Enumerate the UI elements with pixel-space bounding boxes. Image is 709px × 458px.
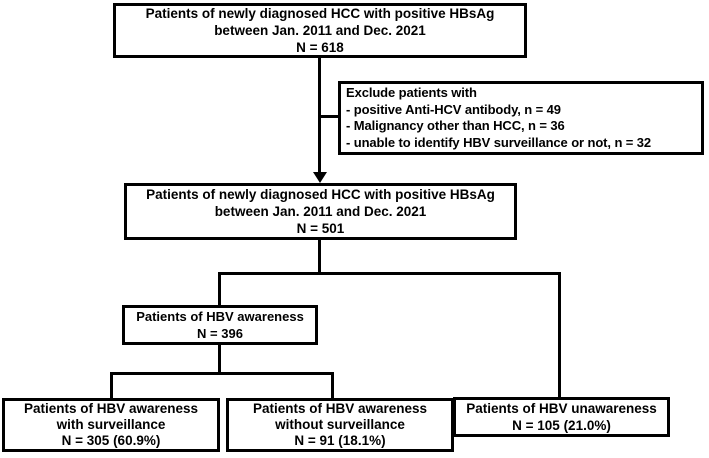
- box-exclude-title: Exclude patients with: [346, 85, 477, 100]
- connector-split-surveillance: [110, 372, 334, 375]
- box-wo-surv-line-1: Patients of HBV awareness: [252, 401, 428, 416]
- box-awareness-line-1: Patients of HBV awareness: [136, 309, 304, 324]
- box-exclude-item-3: - unable to identify HBV surveillance or…: [346, 134, 652, 150]
- box-initial-line-1: Patients of newly diagnosed HCC with pos…: [145, 6, 495, 21]
- connector-to-with-surveillance: [110, 372, 113, 398]
- box-included-cohort: Patients of newly diagnosed HCC with pos…: [124, 183, 517, 240]
- connector-split-awareness: [218, 272, 561, 275]
- box-included-line-2: between Jan. 2011 and Dec. 2021: [214, 204, 427, 219]
- connector-awareness-down: [218, 345, 221, 374]
- box-exclude-item-2: - Malignancy other than HCC, n = 36: [346, 118, 565, 133]
- connector-to-awareness: [218, 272, 221, 305]
- connector-to-unawareness: [558, 272, 561, 397]
- connector-included-down: [318, 240, 321, 274]
- box-with-surv-line-1: Patients of HBV awareness: [23, 401, 199, 416]
- box-exclusion-criteria: Exclude patients with - positive Anti-HC…: [338, 81, 704, 155]
- box-awareness-count: N = 396: [197, 326, 243, 341]
- connector-to-without-surveillance: [331, 372, 334, 398]
- box-with-surv-line-2: with surveillance: [56, 417, 166, 432]
- box-included-line-1: Patients of newly diagnosed HCC with pos…: [146, 187, 495, 202]
- box-initial-line-2: between Jan. 2011 and Dec. 2021: [214, 23, 426, 38]
- box-with-surv-count: N = 305 (60.9%): [61, 433, 161, 448]
- connector-branch-to-exclude: [320, 115, 338, 118]
- box-awareness-without-surveillance: Patients of HBV awareness without survei…: [226, 398, 454, 452]
- box-exclude-item-1: - positive Anti-HCV antibody, n = 49: [346, 101, 561, 117]
- box-unaware-count: N = 105 (21.0%): [512, 418, 611, 433]
- box-hbv-awareness: Patients of HBV awareness N = 396: [122, 305, 318, 345]
- box-unaware-line-1: Patients of HBV unawareness: [466, 401, 657, 416]
- box-initial-count: N = 618: [296, 40, 344, 55]
- connector-initial-to-included: [318, 58, 321, 173]
- box-included-count: N = 501: [296, 221, 345, 236]
- box-hbv-unawareness: Patients of HBV unawareness N = 105 (21.…: [453, 397, 670, 437]
- box-wo-surv-count: N = 91 (18.1%): [294, 433, 386, 448]
- box-awareness-with-surveillance: Patients of HBV awareness with surveilla…: [2, 398, 220, 452]
- box-initial-cohort: Patients of newly diagnosed HCC with pos…: [113, 3, 527, 58]
- box-wo-surv-line-2: without surveillance: [275, 417, 405, 432]
- arrow-down-icon: [313, 172, 327, 183]
